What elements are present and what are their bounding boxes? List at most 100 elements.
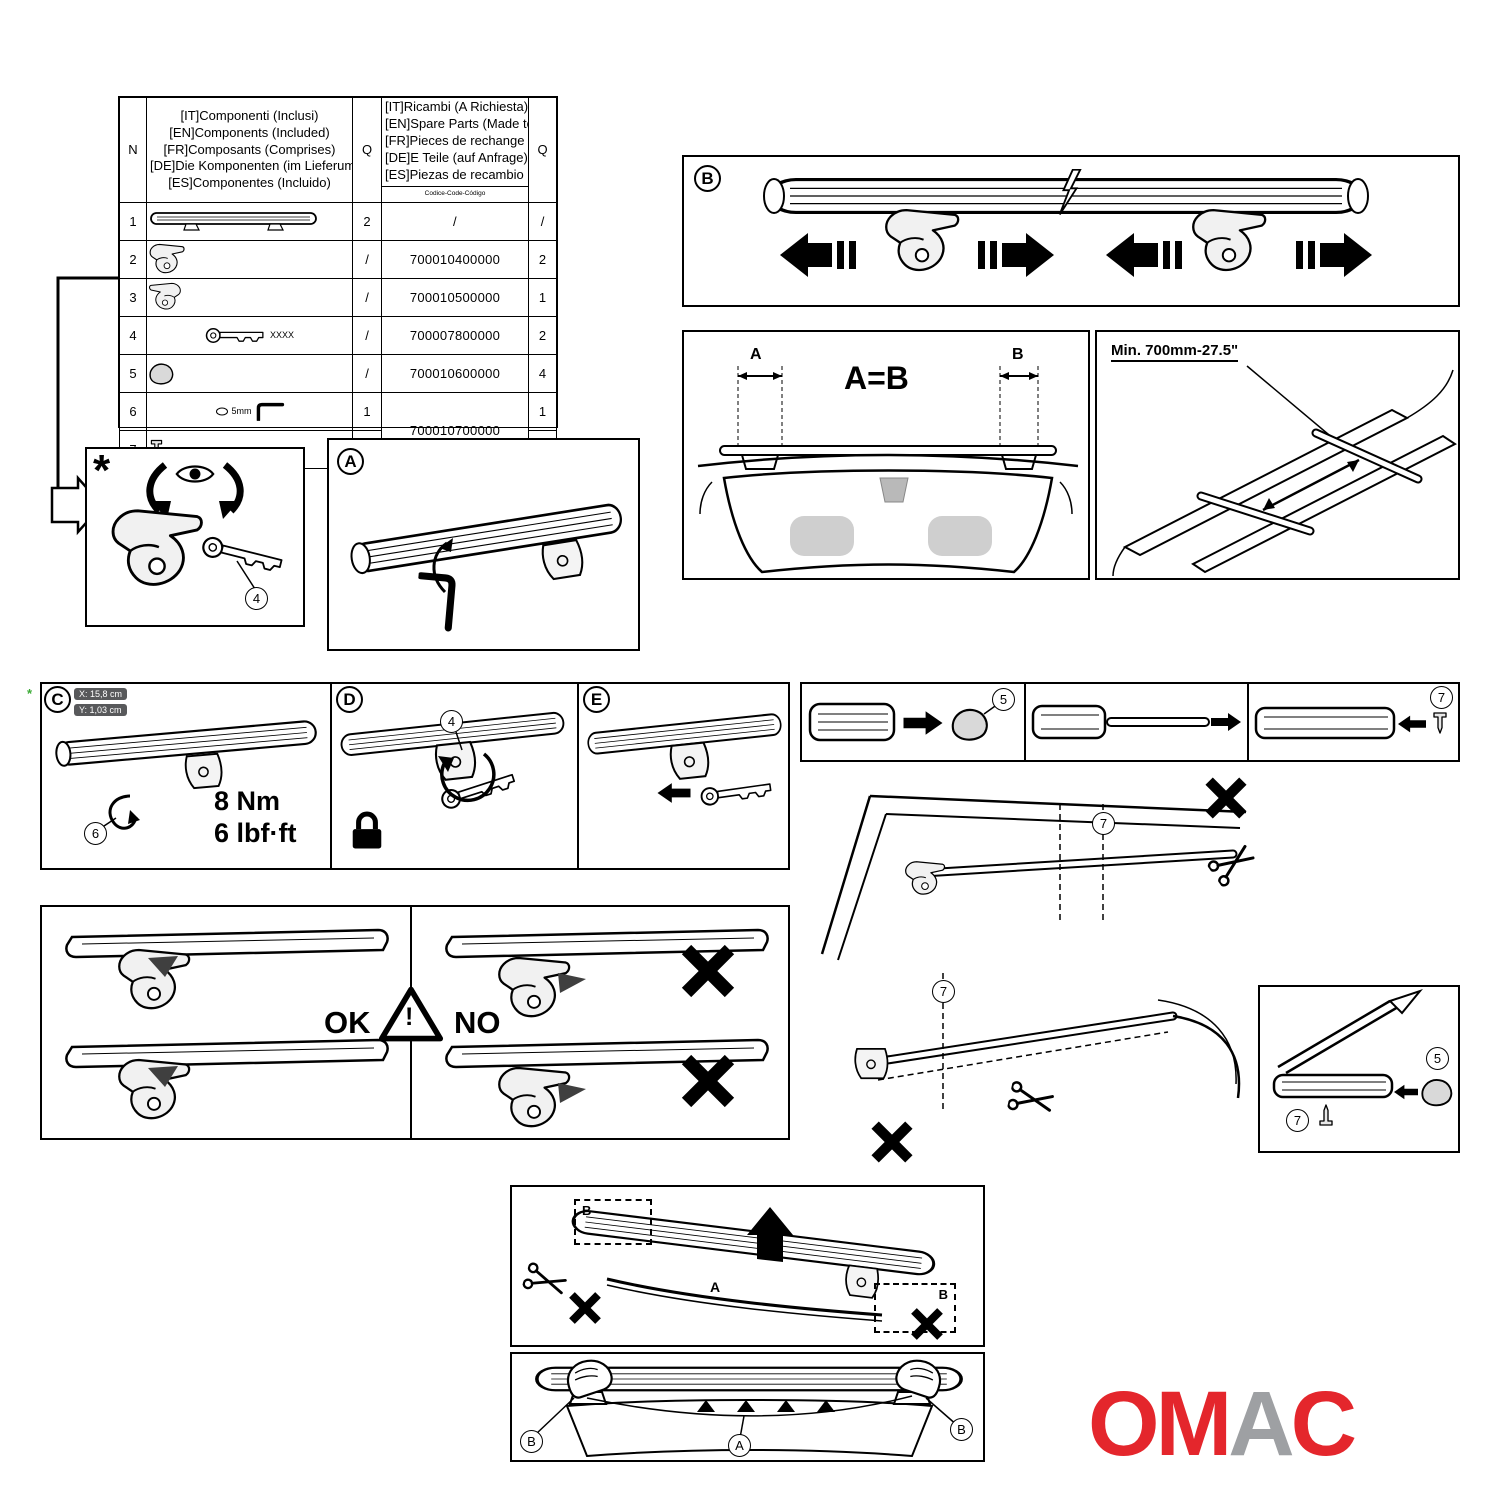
divider-1	[1024, 684, 1026, 760]
clamp-icon	[905, 861, 946, 895]
bar-allen-illustration	[350, 501, 625, 649]
x-mark-icon	[569, 1292, 601, 1324]
footnote-star-label: *	[93, 446, 111, 495]
arrow-left-icon	[1394, 1084, 1418, 1100]
clamp-ok-2	[60, 1027, 390, 1132]
parts-table: N [IT]Componenti (Inclusi) [EN]Component…	[119, 97, 557, 469]
arrow-right-icon	[1296, 233, 1372, 277]
min-distance-label: Min. 700mm-27.5"	[1111, 342, 1239, 362]
header-q-left: Q	[352, 97, 382, 203]
step-a-panel: A	[327, 438, 640, 651]
key-code-label: XXXX	[269, 330, 294, 341]
steps-cde-panel	[40, 682, 790, 870]
logo-letter-m: M	[1155, 1373, 1233, 1475]
roof-distance-illustration	[1112, 365, 1457, 577]
step-c-label: C	[44, 686, 71, 713]
clamp-left-icon	[885, 208, 960, 272]
arrow-right-icon	[903, 711, 943, 735]
check-panel: OK ! NO	[40, 905, 790, 1140]
cap-step-area: 5	[802, 684, 1020, 760]
step-a-label: A	[337, 448, 364, 475]
allen-key-icon	[416, 576, 452, 628]
header-included: [IT]Componenti (Inclusi) [EN]Components …	[146, 97, 353, 203]
green-footnote-mark: *	[27, 686, 33, 701]
strip-pull-illustration	[1031, 704, 1241, 740]
callout-b-left: B	[520, 1430, 543, 1453]
pin-step-area: 7	[1248, 684, 1458, 760]
strip-install-panel: B B A	[510, 1185, 985, 1347]
lock-key-illustration	[339, 710, 566, 868]
divider-2	[1247, 684, 1249, 760]
step-e-area: E	[579, 684, 788, 868]
foot-clamp-icon	[148, 243, 186, 276]
crossbar-icon	[150, 212, 317, 231]
step-d-area: D 4	[332, 684, 575, 868]
final-check-illustration	[535, 1359, 963, 1458]
step-e-label: E	[583, 686, 610, 713]
brand-logo: OMAC	[1088, 1378, 1357, 1470]
callout-cap: 5	[992, 688, 1015, 711]
strip-step-area	[1025, 684, 1243, 760]
cut-zone-bottom: B	[874, 1283, 956, 1333]
eye-icon	[175, 465, 215, 483]
clamp-no-2	[440, 1027, 770, 1132]
table-row-1: 1 2 / /	[119, 201, 557, 241]
zone-b-bottom-label: B	[938, 1287, 948, 1302]
hex-section-icon	[215, 407, 228, 416]
t-bolt-icon	[1433, 712, 1447, 734]
zone-b-top-label: B	[582, 1203, 592, 1218]
cap-install-illustration	[808, 702, 999, 742]
a-equals-b-label: A=B	[844, 360, 909, 396]
car-front-illustration	[697, 366, 1079, 574]
end-cap-icon	[1421, 1079, 1453, 1107]
foot-icon	[668, 741, 711, 781]
foot-icon	[540, 538, 586, 582]
table-row-4: 4 XXXX / 700007800000 2	[119, 315, 557, 355]
callout-pin: 7	[1430, 686, 1453, 709]
arrow-left-icon	[780, 233, 856, 277]
final-check-panel: B A B	[510, 1352, 985, 1462]
roof-cut-diagram: 7 7	[808, 768, 1260, 1188]
table-row-5: 5 / 700010600000 4	[119, 353, 557, 393]
foot-icon	[854, 1047, 889, 1080]
scissors-icon	[1006, 1080, 1056, 1119]
arrow-left-icon	[1106, 233, 1182, 277]
callout-key: 4	[245, 587, 268, 610]
t-bolt-icon	[1319, 1104, 1333, 1126]
callout-b-right: B	[950, 1418, 973, 1441]
step-b-panel: B	[682, 155, 1460, 307]
lock-inspect-illustration	[111, 462, 284, 590]
header-n: N	[119, 97, 147, 203]
scissors-icon	[521, 1261, 569, 1300]
lock-housing-icon	[148, 282, 182, 312]
clamp-icon	[111, 509, 203, 586]
key-icon	[205, 324, 267, 347]
divider-cd	[330, 684, 332, 868]
fit-panel: A B A=B	[682, 330, 1090, 580]
step-b-label: B	[694, 165, 721, 192]
logo-letter-a: A	[1228, 1373, 1294, 1475]
roof-cut-illustration	[820, 777, 1259, 1163]
x-mark-icon	[871, 1121, 913, 1163]
parts-table-panel: N [IT]Componenti (Inclusi) [EN]Component…	[118, 96, 558, 469]
scissors-icon	[1206, 839, 1259, 889]
callout-key-turn: 4	[440, 710, 463, 733]
step-c-area: C X: 15,8 cm Y: 1,03 cm 6 8 Nm 6 lbf·ft	[42, 684, 328, 868]
arrow-right-icon	[1211, 713, 1241, 731]
logo-letter-o: O	[1088, 1373, 1160, 1475]
step-d-label: D	[336, 686, 363, 713]
code-header: Codice-Code-Código	[382, 186, 528, 201]
strip-a-label: A	[710, 1279, 721, 1295]
allen-size-label: 5mm	[231, 406, 252, 417]
bar-adjust-illustration	[763, 169, 1372, 277]
header-q-right: Q	[528, 97, 557, 203]
divider-de	[577, 684, 579, 868]
callout-pin: 7	[1286, 1109, 1309, 1132]
key-insert-illustration	[586, 712, 783, 807]
ok-label: OK	[324, 1005, 371, 1040]
logo-letter-c: C	[1290, 1373, 1357, 1475]
padlock-icon	[353, 814, 382, 848]
no-label: NO	[454, 1005, 501, 1040]
distance-panel: Min. 700mm-27.5"	[1095, 330, 1460, 580]
